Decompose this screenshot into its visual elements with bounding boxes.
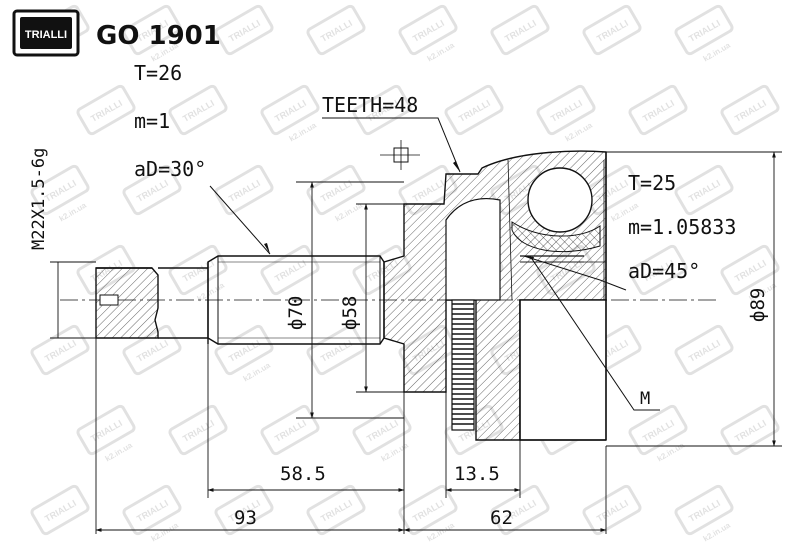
watermark-badge bbox=[490, 4, 550, 56]
part-number: GO 1901 bbox=[96, 21, 221, 51]
brand-logo-text: TRIALLI bbox=[25, 29, 67, 41]
right-spec-module: m=1.05833 bbox=[628, 215, 736, 239]
watermark-tile: TRIALLI bbox=[720, 84, 780, 136]
watermark-tile: TRIALLI bbox=[168, 84, 228, 136]
watermark-tile: TRIALLI bbox=[306, 4, 366, 56]
watermark-tile: TRIALLI bbox=[490, 4, 550, 56]
watermark-badge bbox=[306, 4, 366, 56]
right-spec-teeth: T=25 bbox=[628, 171, 676, 195]
watermark-badge bbox=[536, 84, 596, 136]
watermark-badge bbox=[628, 404, 688, 456]
center-spec-teeth: TEETH=48 bbox=[322, 93, 418, 117]
watermark-badge bbox=[582, 4, 642, 56]
watermark-badge bbox=[214, 4, 274, 56]
dim-diameter-58: ф58 bbox=[339, 296, 361, 330]
dim-diameter-70: ф70 bbox=[285, 296, 307, 330]
watermark-tile: TRIALLI bbox=[260, 404, 320, 456]
watermark-badge bbox=[168, 404, 228, 456]
watermark-badge bbox=[674, 484, 734, 536]
right-spec-angle: aD=45° bbox=[628, 259, 700, 283]
datum-mark bbox=[380, 140, 420, 170]
watermark-badge bbox=[122, 484, 182, 536]
watermark-tile: TRIALLI bbox=[674, 324, 734, 376]
dim-length-62: 62 bbox=[490, 507, 513, 529]
watermark-tile: TRIALLI bbox=[30, 484, 90, 536]
dim-length-58-5: 58.5 bbox=[280, 463, 326, 485]
brand-logo: TRIALLI bbox=[12, 9, 80, 57]
watermark-tile: TRIALLI bbox=[720, 404, 780, 456]
watermark-badge bbox=[628, 244, 688, 296]
watermark-badge bbox=[582, 484, 642, 536]
abs-ring-body bbox=[451, 299, 475, 431]
watermark-badge bbox=[168, 84, 228, 136]
leader-lines bbox=[209, 117, 660, 411]
watermark-badge bbox=[214, 164, 274, 216]
watermark-badge bbox=[352, 84, 412, 136]
dim-diameter-89: ф89 bbox=[747, 288, 769, 322]
watermark-tile: TRIALLI bbox=[30, 324, 90, 376]
watermark-tile: TRIALLI bbox=[582, 4, 642, 56]
watermark-badge bbox=[674, 324, 734, 376]
abs-ring bbox=[451, 299, 475, 431]
watermark-badge bbox=[398, 4, 458, 56]
left-spec-angle: aD=30° bbox=[134, 157, 206, 181]
watermark-badge bbox=[30, 164, 90, 216]
dim-length-13-5: 13.5 bbox=[454, 463, 500, 485]
watermark-badge bbox=[490, 484, 550, 536]
watermark-badge bbox=[122, 4, 182, 56]
watermark-tile: TRIALLI bbox=[582, 484, 642, 536]
watermark-tile: TRIALLI bbox=[76, 84, 136, 136]
watermark-badge bbox=[674, 4, 734, 56]
watermark-tile: TRIALLI bbox=[168, 404, 228, 456]
watermark-badge bbox=[76, 84, 136, 136]
watermark-tile: TRIALLI bbox=[214, 4, 274, 56]
watermark-badge bbox=[398, 484, 458, 536]
left-spec-module: m=1 bbox=[134, 109, 170, 133]
watermark-badge bbox=[306, 484, 366, 536]
marker-label: M bbox=[640, 389, 650, 409]
watermark-badge bbox=[122, 164, 182, 216]
watermark-badge bbox=[260, 84, 320, 136]
watermark-badge bbox=[76, 404, 136, 456]
watermark-tile: TRIALLI bbox=[444, 84, 504, 136]
dimension-lines bbox=[50, 151, 782, 534]
watermark-tile: TRIALLI bbox=[628, 84, 688, 136]
watermark-tile: TRIALLI bbox=[306, 484, 366, 536]
watermark-badge bbox=[628, 84, 688, 136]
watermark-tile: TRIALLI bbox=[674, 164, 734, 216]
cv-housing bbox=[383, 150, 607, 441]
watermark-tile: TRIALLI bbox=[306, 324, 366, 376]
left-spec-teeth: T=26 bbox=[134, 61, 182, 85]
watermark-badge bbox=[674, 164, 734, 216]
watermark-badge bbox=[214, 484, 274, 536]
watermark-tile: TRIALLI bbox=[214, 164, 274, 216]
watermark-badge bbox=[168, 244, 228, 296]
thread-spec: M22X1.5-6g bbox=[29, 148, 49, 250]
watermark-badge bbox=[30, 484, 90, 536]
watermark-badge bbox=[444, 84, 504, 136]
dim-length-93: 93 bbox=[234, 507, 257, 529]
watermark-badge bbox=[720, 84, 780, 136]
